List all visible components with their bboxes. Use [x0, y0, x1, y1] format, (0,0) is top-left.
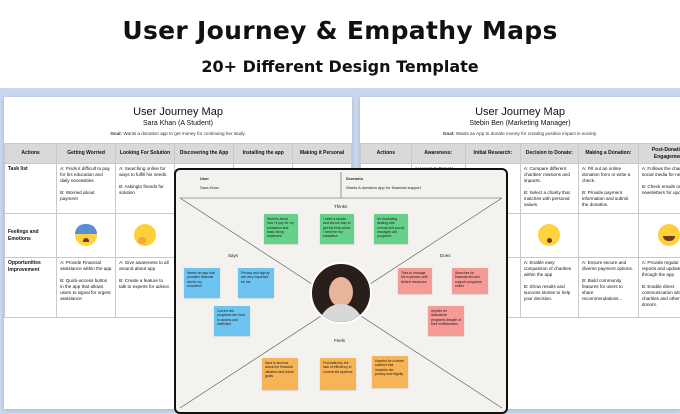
says-label: Says — [228, 253, 239, 258]
worried-emoji-icon — [75, 223, 98, 246]
says-note: Privacy and dignity are very important f… — [238, 268, 274, 298]
empathy-map: User Sara Khan Scenario Wants A donation… — [174, 168, 508, 414]
table-cell — [637, 213, 680, 258]
right-map-person: Stebin Ben (Marketing Manager) — [469, 120, 571, 127]
column-header: Making a Donation: — [577, 143, 639, 164]
column-header: Decision to Donate: — [519, 143, 579, 164]
scenario-label: Scenario — [346, 176, 363, 181]
table-cell: A: Searching online for ways to fulfill … — [115, 163, 175, 214]
avatar-body — [319, 304, 363, 322]
table-cell: A: Give awareness to all around about ap… — [115, 257, 175, 318]
page-title: User Journey & Empathy Maps — [122, 16, 558, 45]
thinking-emoji-icon — [134, 223, 157, 246]
column-header: Initial Research: — [464, 143, 521, 164]
table-cell — [577, 213, 639, 258]
row-label: Opportunities Improvement — [4, 257, 58, 318]
persona-avatar — [310, 262, 372, 324]
column-header: Getting Worried — [56, 143, 117, 164]
left-map-goal: Goal: Wants a donation app to get money … — [110, 131, 246, 136]
table-cell: A: Fill out an online donation form or w… — [577, 163, 639, 214]
column-header: Actions — [360, 143, 412, 164]
right-map-goal: Goal: Wants an App to donate money for c… — [442, 131, 598, 136]
table-cell — [115, 213, 175, 258]
smile-emoji-icon — [657, 223, 680, 246]
table-cell: A: Provide Financial assistance within t… — [56, 257, 117, 318]
left-map-title: User Journey Map — [133, 106, 223, 118]
feels-note: Sara is anxious about her financial situ… — [262, 358, 298, 390]
column-header: Making it Personal — [292, 143, 352, 164]
thinks-label: Thinks — [334, 204, 348, 209]
column-header: Post-Donation Engagement — [637, 143, 680, 164]
column-header: Looking For Solution — [115, 143, 175, 164]
user-name: Sara Khan — [200, 185, 219, 190]
does-note: Applies for assistance programs despite … — [428, 306, 464, 336]
user-label: User — [200, 176, 209, 181]
does-note: Tries to manage his expenses with limite… — [398, 268, 432, 294]
does-note: Searches for financial aid and support p… — [452, 268, 488, 294]
thinks-note: It's frustrating dealing with corrupt an… — [374, 214, 408, 244]
table-cell — [56, 213, 117, 258]
table-cell: A: Provide regular impact reports and up… — [637, 257, 680, 318]
table-cell — [519, 213, 579, 258]
table-cell: A: Ensure secure and diverse payment opt… — [577, 257, 639, 318]
column-header: Discovering the App — [173, 143, 235, 164]
scenario-text: Wants A donation app for financial suppo… — [346, 185, 421, 190]
table-cell: A: Follows the charity on social media f… — [637, 163, 680, 214]
says-note: Needs an app that provides financial aid… — [184, 268, 220, 298]
table-cell: A: Enable easy comparison of charities w… — [519, 257, 579, 318]
right-map-title: User Journey Map — [475, 106, 565, 118]
feels-label: Feels — [334, 338, 346, 343]
says-note: Current aid programs are hard to access … — [214, 306, 250, 336]
row-label: Feelings and Emotions — [4, 213, 58, 258]
page-subtitle: 20+ Different Design Template — [201, 57, 479, 76]
column-header: Awareness: — [410, 143, 466, 164]
header-band — [0, 0, 680, 88]
feels-note: Hopeful for a better solution that respe… — [372, 356, 408, 388]
thinks-note: I need a simple and secure way to get th… — [320, 214, 354, 244]
thinks-note: Worries about how I'll pay for my educat… — [264, 214, 298, 244]
column-header: Installing the app — [233, 143, 294, 164]
row-label: Task list — [4, 163, 58, 214]
feels-note: Frustrated by the lack of efficiency in … — [320, 358, 356, 390]
left-map-person: Sara Khan (A Student) — [142, 120, 214, 127]
avatar-face — [329, 277, 353, 307]
dizzy-emoji-icon — [538, 223, 561, 246]
column-header: Actions — [4, 143, 58, 164]
does-label: Does — [440, 253, 451, 258]
table-cell: A: Compare different charities' missions… — [519, 163, 579, 214]
table-cell: A: Finds it difficult to pay for his edu… — [56, 163, 117, 214]
